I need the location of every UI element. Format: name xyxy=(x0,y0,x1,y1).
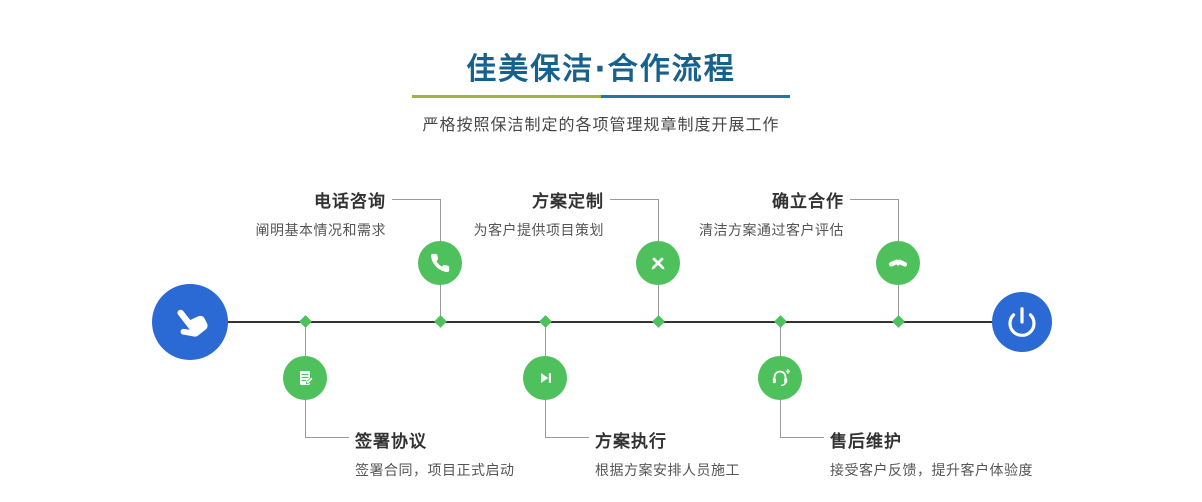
step-service-text: 售后维护 接受客户反馈，提升客户体验度 xyxy=(830,427,1090,480)
step-label: 方案执行 xyxy=(595,432,667,452)
power-icon xyxy=(1006,306,1038,338)
handshake-icon xyxy=(887,252,909,274)
step-circle-contract xyxy=(283,356,327,400)
step-desc: 接受客户反馈，提升客户体验度 xyxy=(830,463,1033,479)
timeline-node-marker xyxy=(299,315,312,328)
headset-icon xyxy=(769,367,791,389)
page-subtitle: 严格按照保洁制定的各项管理规章制度开展工作 xyxy=(422,115,780,134)
page-title: 佳美保洁·合作流程 xyxy=(466,52,736,87)
phone-icon xyxy=(429,252,451,274)
step-circle-design xyxy=(636,241,680,285)
step-label: 确立合作 xyxy=(772,192,844,212)
step-desc: 根据方案安排人员施工 xyxy=(595,463,740,479)
step-label: 售后维护 xyxy=(830,432,902,452)
timeline-node-marker xyxy=(539,315,552,328)
connector-line xyxy=(305,437,349,438)
step-cooperation-text: 确立合作 清洁方案通过客户评估 xyxy=(584,187,844,240)
title-underline xyxy=(412,95,790,98)
connector-line xyxy=(392,199,440,200)
step-circle-phone xyxy=(418,241,462,285)
step-execute-text: 方案执行 根据方案安排人员施工 xyxy=(595,427,855,480)
connector-line xyxy=(850,199,898,200)
contract-icon xyxy=(295,368,315,388)
step-circle-service xyxy=(758,356,802,400)
step-label: 方案定制 xyxy=(532,192,604,212)
pointer-hand-icon xyxy=(169,301,211,343)
connector-line xyxy=(545,437,589,438)
step-design-text: 方案定制 为客户提供项目策划 xyxy=(344,187,604,240)
step-label: 电话咨询 xyxy=(314,192,386,212)
step-circle-cooperation xyxy=(876,241,920,285)
timeline-node-marker xyxy=(892,315,905,328)
step-desc: 阐明基本情况和需求 xyxy=(255,223,386,239)
step-desc: 签署合同，项目正式启动 xyxy=(355,463,515,479)
play-next-icon xyxy=(535,368,555,388)
timeline-node-marker xyxy=(434,315,447,328)
underline-blue-segment xyxy=(601,95,790,98)
step-contract-text: 签署协议 签署合同，项目正式启动 xyxy=(355,427,615,480)
step-label: 签署协议 xyxy=(355,432,427,452)
timeline-node-marker xyxy=(774,315,787,328)
timeline-end-endpoint xyxy=(992,292,1052,352)
step-desc: 为客户提供项目策划 xyxy=(473,223,604,239)
step-desc: 清洁方案通过客户评估 xyxy=(699,223,844,239)
timeline-line xyxy=(190,321,1022,323)
connector-line xyxy=(780,437,824,438)
underline-green-segment xyxy=(412,95,601,98)
step-circle-execute xyxy=(523,356,567,400)
timeline-node-marker xyxy=(652,315,665,328)
design-icon xyxy=(648,253,668,273)
timeline-start-endpoint xyxy=(152,284,228,360)
connector-line xyxy=(610,199,658,200)
step-phone-text: 电话咨询 阐明基本情况和需求 xyxy=(126,187,386,240)
